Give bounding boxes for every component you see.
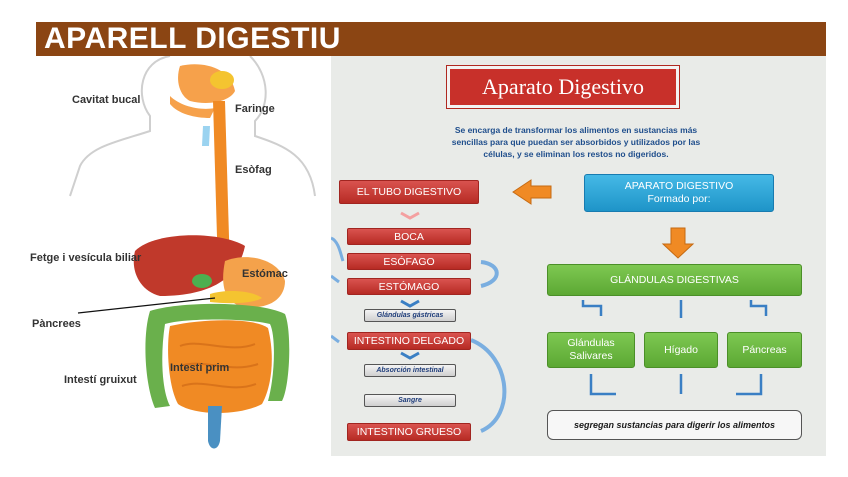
node-glandulas-digestivas: GLÁNDULAS DIGESTIVAS bbox=[547, 264, 802, 296]
curved-arrow-icon bbox=[331, 236, 345, 262]
node-intestino-grueso: INTESTINO GRUESO bbox=[347, 423, 471, 441]
chevron-down-icon bbox=[400, 211, 420, 220]
node-estomago: ESTÓMAGO bbox=[347, 278, 471, 295]
curved-arrow-icon bbox=[480, 260, 499, 288]
concept-map-connectors bbox=[331, 179, 768, 433]
node-boca: BOCA bbox=[347, 228, 471, 245]
node-aparato-line: APARATO DIGESTIVO bbox=[624, 180, 734, 192]
subtitle-line: Se encarga de transformar los alimentos … bbox=[454, 125, 698, 135]
node-tubo-digestivo: EL TUBO DIGESTIVO bbox=[339, 180, 479, 204]
chevron-down-icon bbox=[400, 351, 420, 360]
subtitle-line: sencillas para que puedan ser absorbidos… bbox=[451, 137, 701, 147]
label-intesti-prim: Intestí prim bbox=[170, 362, 230, 374]
node-pancreas: Páncreas bbox=[727, 332, 802, 368]
orange-arrow-down-icon bbox=[661, 227, 695, 259]
label-fetge: Fetge i vesícula biliar bbox=[30, 252, 142, 264]
page-title: APARELL DIGESTIU bbox=[44, 22, 341, 55]
node-absorcion-intestinal: Absorción intestinal bbox=[364, 364, 456, 377]
node-glandulas-salivares: Glándulas Salivares bbox=[547, 332, 635, 368]
label-faringe: Faringe bbox=[235, 103, 275, 115]
node-aparato-digestivo: APARATO DIGESTIVO Formado por: bbox=[584, 174, 774, 212]
label-esofag: Esòfag bbox=[235, 164, 272, 176]
node-salivares-line: Glándulas bbox=[567, 337, 615, 349]
map-subtitle: Se encarga de transformar los alimentos … bbox=[411, 124, 741, 160]
subtitle-line: células, y se eliminan los restos no dig… bbox=[483, 149, 669, 159]
node-aparato-line: Formado por: bbox=[647, 193, 711, 205]
node-sangre: Sangre bbox=[364, 394, 456, 407]
chevron-down-icon bbox=[400, 299, 420, 308]
node-salivares-line: Salivares bbox=[569, 350, 613, 362]
curved-arrow-icon bbox=[470, 338, 507, 433]
label-estomac: Estómac bbox=[242, 268, 288, 280]
label-pancrees: Pàncrees bbox=[32, 318, 81, 330]
anatomy-illustration: Cavitat bucal Faringe Esòfag Fetge i ves… bbox=[30, 55, 330, 456]
node-intestino-delgado: INTESTINO DELGADO bbox=[347, 332, 471, 350]
concept-map: Aparato Digestivo Se encarga de transfor… bbox=[331, 56, 826, 456]
label-intesti-gruixut: Intestí gruixut bbox=[64, 374, 137, 386]
map-title: Aparato Digestivo bbox=[447, 66, 679, 108]
node-esofago: ESÓFAGO bbox=[347, 253, 471, 270]
node-segregan-sustancias: segregan sustancias para digerir los ali… bbox=[547, 410, 802, 440]
orange-arrow-left-icon bbox=[512, 179, 552, 205]
node-higado: Hígado bbox=[644, 332, 718, 368]
digestive-system-drawing bbox=[69, 55, 316, 449]
node-glandulas-gastricas: Glándulas gástricas bbox=[364, 309, 456, 322]
label-cavitat-bucal: Cavitat bucal bbox=[72, 94, 141, 106]
title-banner: APARELL DIGESTIU bbox=[36, 22, 826, 56]
